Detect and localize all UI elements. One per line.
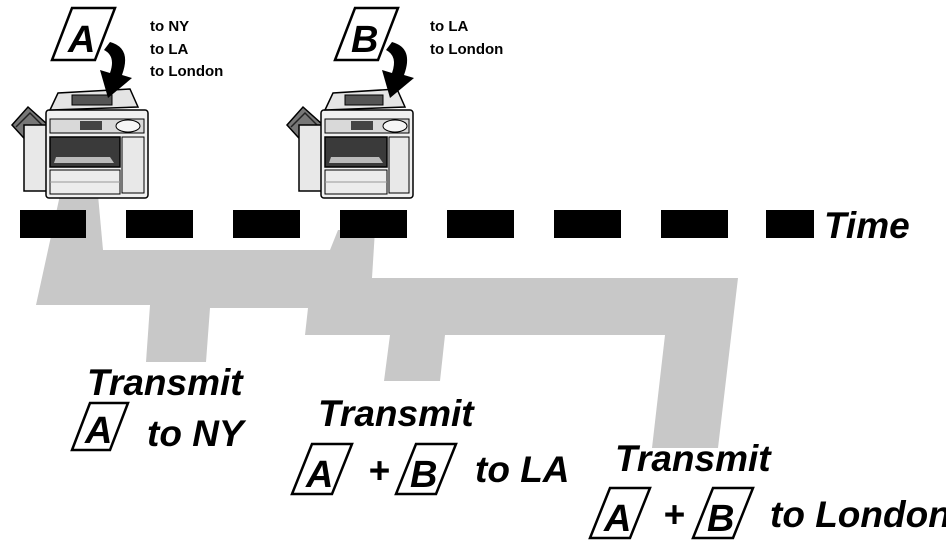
- feed-arrow-icon: [100, 42, 132, 98]
- document-letter: B: [707, 498, 734, 540]
- transmission-london: Transmit A + B to London: [588, 438, 946, 540]
- transmit-heading: Transmit: [615, 438, 772, 479]
- document-b-top: B: [333, 6, 400, 62]
- timeline-dash: [661, 210, 728, 238]
- timeline-dash: [20, 210, 86, 238]
- timeline: Time: [20, 205, 910, 246]
- transmit-heading: Transmit: [318, 393, 475, 434]
- timeline-dash: [766, 210, 814, 238]
- destination-label: to London: [150, 63, 223, 80]
- transmission-ny: Transmit A to NY: [70, 362, 247, 454]
- document-letter: B: [410, 454, 437, 496]
- transmission-flow: [36, 195, 738, 448]
- destination-label: to LA: [150, 41, 188, 58]
- fax-machine-icon: [10, 88, 149, 199]
- transmit-target: to LA: [475, 449, 570, 490]
- fax-machine-icon: [285, 88, 414, 199]
- document-sheet-icon: [394, 442, 458, 496]
- destination-label: to NY: [150, 18, 189, 35]
- document-sheet-icon: [50, 6, 117, 62]
- timeline-dash: [233, 210, 300, 238]
- document-sheet-icon: [333, 6, 400, 62]
- plus-sign: +: [368, 450, 390, 491]
- document-letter: A: [305, 454, 333, 496]
- document-letter: A: [603, 498, 631, 540]
- document-sheet-icon: [691, 486, 755, 540]
- timeline-dash: [554, 210, 621, 238]
- document-sheet-icon: [70, 401, 130, 452]
- document-sheet-icon: [588, 486, 652, 540]
- document-letter: A: [67, 19, 95, 61]
- timeline-dash: [340, 210, 407, 238]
- plus-sign: +: [663, 494, 685, 535]
- document-b-destinations: to LA to London: [430, 18, 503, 58]
- document-a-top: A: [50, 6, 117, 62]
- document-letter: B: [351, 19, 378, 61]
- destination-label: to London: [430, 41, 503, 58]
- transmit-target: to NY: [147, 413, 247, 454]
- timeline-dash: [447, 210, 514, 238]
- timeline-dash: [126, 210, 193, 238]
- destination-label: to LA: [430, 18, 468, 35]
- transmission-la: Transmit A + B to LA: [290, 393, 570, 496]
- flow-path-a: [36, 195, 738, 448]
- document-a-destinations: to NY to LA to London: [150, 18, 223, 80]
- timeline-label: Time: [824, 205, 910, 246]
- transmit-heading: Transmit: [87, 362, 244, 403]
- transmit-target: to London: [770, 494, 946, 535]
- document-letter: A: [84, 410, 112, 452]
- feed-arrow-icon: [382, 42, 414, 98]
- document-sheet-icon: [290, 442, 354, 496]
